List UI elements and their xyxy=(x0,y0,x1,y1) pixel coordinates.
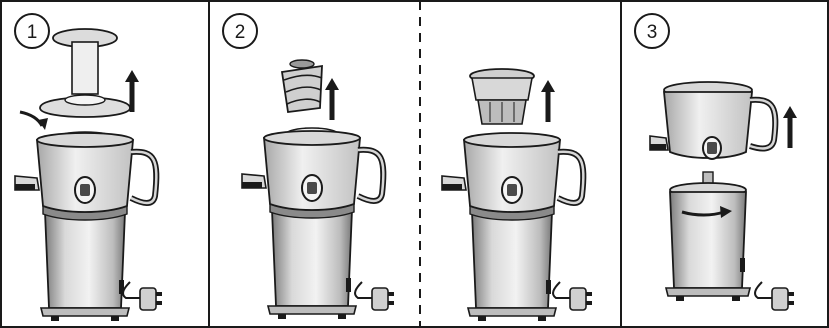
step-number: 3 xyxy=(647,22,658,43)
step-3-panel: 3 xyxy=(634,13,797,311)
juicer-base-unit xyxy=(242,131,383,319)
rotation-arrow-icon xyxy=(681,206,732,218)
lid-with-chute xyxy=(39,28,131,118)
step-number: 1 xyxy=(27,22,38,43)
step-3-badge: 3 xyxy=(634,13,670,49)
up-arrow-icon xyxy=(783,106,797,148)
auger-part xyxy=(280,59,323,114)
juicer-base-unit xyxy=(442,133,583,321)
step-2b-panel xyxy=(442,68,593,321)
up-arrow-icon xyxy=(541,80,555,122)
step-2-panel: 2 xyxy=(222,13,395,319)
juicing-bowl xyxy=(649,81,779,160)
power-plug-icon xyxy=(754,281,795,311)
power-plug-icon xyxy=(354,281,395,311)
up-arrow-icon xyxy=(325,78,339,120)
step-1-panel: 1 xyxy=(14,13,163,321)
power-plug-icon xyxy=(122,281,163,311)
step-1-badge: 1 xyxy=(14,13,50,49)
step-2-badge: 2 xyxy=(222,13,258,49)
power-plug-icon xyxy=(552,281,593,311)
motor-base-unit xyxy=(664,171,752,301)
juicer-base-unit xyxy=(15,133,156,321)
curved-arrow-icon xyxy=(19,110,44,127)
strainer-part xyxy=(469,68,535,125)
step-number: 2 xyxy=(235,22,246,43)
